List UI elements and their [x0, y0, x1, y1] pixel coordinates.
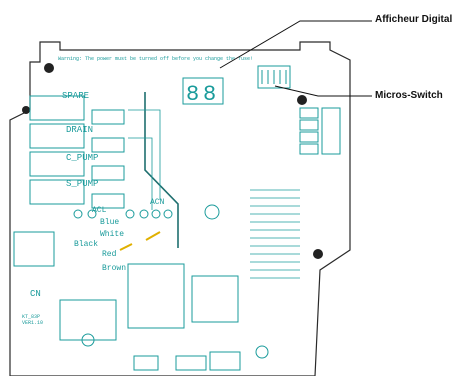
label-spare: SPARE [62, 91, 89, 101]
callout-line-display [219, 20, 372, 69]
connector [175, 355, 207, 371]
label-acl: ACL [92, 206, 107, 215]
mounting-hole [313, 249, 323, 259]
component [13, 231, 55, 267]
svg-text:8: 8 [203, 82, 216, 107]
trace [128, 137, 153, 210]
callout-switch-label: Micros-Switch [375, 90, 443, 101]
relay-block [29, 95, 125, 209]
pcb-outline [9, 41, 351, 377]
connector [133, 355, 159, 371]
mounting-hole [44, 63, 54, 73]
svg-text:8: 8 [186, 82, 199, 107]
callout-line-switch [274, 85, 372, 97]
capacitor [204, 204, 220, 220]
label-drain: DRAIN [66, 125, 93, 135]
mounting-hole [22, 106, 30, 114]
label-c-pump: C_PUMP [66, 153, 98, 163]
terminal-block [73, 209, 173, 219]
accent-mark [119, 243, 133, 251]
label-black: Black [74, 240, 98, 249]
trace [128, 109, 161, 200]
callout-display-label: Afficheur Digital [375, 14, 453, 25]
digital-display: 8 8 [182, 77, 224, 107]
micro-switch-cluster [299, 107, 341, 155]
dip-switch-block [257, 65, 291, 89]
label-version: KT_83P [22, 314, 40, 320]
mounting-hole [297, 95, 307, 105]
label-cn: CN [30, 289, 41, 299]
label-brown: Brown [102, 264, 126, 273]
label-white: White [100, 230, 124, 239]
label-acn: ACN [150, 198, 165, 207]
component [59, 299, 117, 341]
capacitor [255, 345, 269, 359]
capacitor [81, 333, 95, 347]
label-version2: VER1.10 [22, 320, 43, 326]
accent-mark [145, 231, 161, 241]
ic-pad-array [250, 189, 300, 279]
transformer [127, 263, 185, 329]
component [191, 275, 239, 323]
connector [209, 351, 241, 371]
trace [144, 92, 179, 248]
label-red: Red [102, 250, 117, 259]
label-blue: Blue [100, 218, 119, 227]
label-s-pump: S_PUMP [66, 179, 98, 189]
warning-text: Warning: The power must be turned off be… [58, 56, 253, 62]
